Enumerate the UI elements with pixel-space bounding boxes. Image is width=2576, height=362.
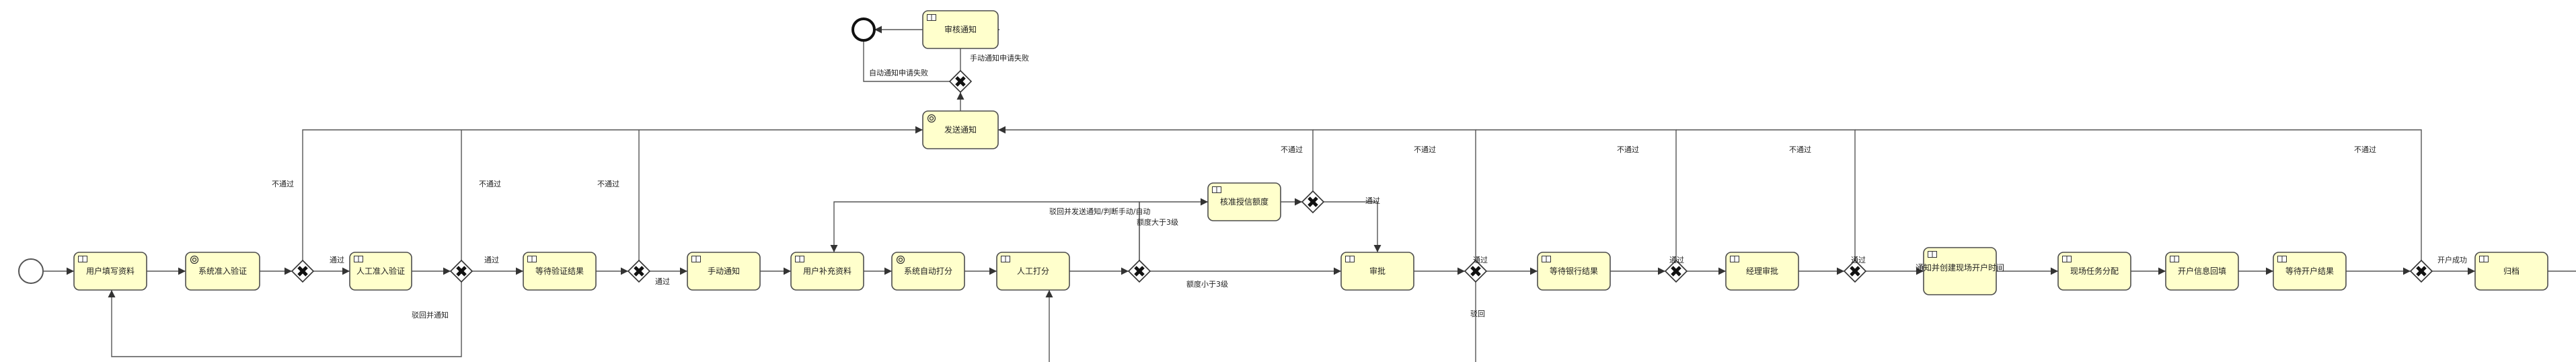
- task-label: 等待开户结果: [2285, 266, 2334, 276]
- flow-label-return-note: 驳回并发送通知/判断手动/自动: [1049, 207, 1150, 216]
- task-archive[interactable]: 归档: [2474, 252, 2548, 291]
- task-label: 用户补充资料: [803, 266, 851, 276]
- flow-labels: 通过 不通过 通过 不通过 驳回并通知 通过 不通过 驳回并发送通知/判断手动/…: [272, 53, 2467, 320]
- manual-task-icon: [1542, 256, 1551, 262]
- flow-label-open-success: 开户成功: [2437, 255, 2467, 264]
- flow-label-fail: 不通过: [1414, 145, 1436, 154]
- flow-label-fail: 不通过: [597, 180, 619, 188]
- flow-label-pass: 通过: [1473, 256, 1488, 264]
- task-approve[interactable]: 审批: [1340, 252, 1414, 291]
- flow-label-score-lt3: 额度小于3级: [1186, 279, 1228, 289]
- task-audit-notify[interactable]: 审核通知: [922, 10, 999, 49]
- manual-task-icon: [527, 256, 537, 262]
- gateway-wait-result: [627, 259, 651, 283]
- flow-label-pass: 通过: [655, 277, 670, 286]
- manual-task-icon: [2062, 256, 2072, 262]
- manual-task-icon: [1928, 251, 1937, 258]
- task-open-account-info[interactable]: 开户信息回填: [2165, 252, 2239, 291]
- manual-task-icon: [78, 256, 87, 262]
- manual-task-icon: [1345, 256, 1355, 262]
- task-system-score[interactable]: 系统自动打分: [891, 252, 965, 291]
- task-send-notify[interactable]: 发送通知: [922, 110, 999, 149]
- flow-label-auto-fail: 自动通知申请失败: [869, 68, 928, 77]
- task-label: 人工准入验证: [356, 266, 405, 276]
- audit-end-event: [851, 17, 876, 42]
- manual-task-icon: [2170, 256, 2179, 262]
- manual-task-icon: [354, 256, 363, 262]
- task-label: 等待银行结果: [1550, 266, 1598, 276]
- task-label: 发送通知: [944, 124, 977, 135]
- flow-label-fail: 不通过: [1281, 145, 1303, 154]
- manual-task-icon: [1001, 256, 1010, 262]
- task-label: 归档: [2503, 266, 2520, 276]
- manual-task-icon: [1730, 256, 1739, 262]
- task-label: 核准授信额度: [1220, 196, 1268, 207]
- flow-label-fail: 不通过: [2354, 145, 2376, 154]
- task-label: 现场任务分配: [2070, 266, 2119, 276]
- gateway-manual-check: [449, 259, 473, 283]
- task-label: 系统准入验证: [198, 266, 247, 276]
- manual-task-icon: [927, 14, 936, 21]
- flow-label-fail: 不通过: [479, 180, 501, 188]
- task-label: 经理审批: [1746, 266, 1778, 276]
- task-label: 审核通知: [944, 24, 977, 34]
- flow-label-pass: 通过: [1365, 196, 1380, 205]
- task-label: 人工打分: [1017, 266, 1049, 276]
- task-manual-score[interactable]: 人工打分: [996, 252, 1070, 291]
- flow-label-pass: 通过: [1669, 256, 1684, 264]
- task-label: 审批: [1369, 266, 1386, 276]
- task-manual-check[interactable]: 人工准入验证: [349, 252, 412, 291]
- flow-label-reject-notify: 驳回并通知: [412, 310, 449, 320]
- task-wait-bank[interactable]: 等待银行结果: [1537, 252, 1611, 291]
- task-label: 系统自动打分: [904, 266, 952, 276]
- flow-label-fail: 不通过: [272, 180, 294, 188]
- task-wait-account[interactable]: 等待开户结果: [2273, 252, 2347, 291]
- task-manual-notify[interactable]: 手动通知: [687, 252, 761, 291]
- manual-task-icon: [1212, 186, 1221, 193]
- task-system-check[interactable]: 系统准入验证: [185, 252, 260, 291]
- manual-task-icon: [2277, 256, 2287, 262]
- flow-label-pass: 通过: [330, 256, 344, 264]
- gateway-account: [2409, 259, 2433, 283]
- task-manager-review[interactable]: 经理审批: [1725, 252, 1799, 291]
- gateway-notify-fail: [948, 69, 973, 94]
- task-user-fill[interactable]: 用户填写资料: [73, 252, 147, 291]
- flow-label-fail: 不通过: [1789, 145, 1811, 154]
- task-wait-result[interactable]: 等待验证结果: [523, 252, 597, 291]
- gateway-quota: [1301, 190, 1325, 214]
- task-assign-site[interactable]: 现场任务分配: [2057, 252, 2131, 291]
- flow-label-manual-fail: 手动通知申请失败: [970, 53, 1029, 63]
- gateway-system-check: [291, 259, 315, 283]
- sequence-flows: [40, 26, 2576, 362]
- task-label: 通知并创建现场开户时间: [1916, 262, 2004, 273]
- gateway-bank: [1664, 259, 1688, 283]
- gateway-approve: [1464, 259, 1488, 283]
- gateway-score: [1127, 259, 1151, 283]
- task-check-quota[interactable]: 核准授信额度: [1207, 182, 1281, 221]
- task-notify-finance[interactable]: 通知并创建现场开户时间: [1916, 247, 2004, 295]
- task-label: 手动通知: [708, 266, 740, 276]
- manual-task-icon: [2479, 256, 2489, 262]
- flow-label-pass: 通过: [484, 256, 499, 264]
- flow-label-pass: 通过: [1851, 256, 1866, 264]
- task-user-supplement[interactable]: 用户补充资料: [790, 252, 864, 291]
- flow-label-reject: 驳回: [1470, 310, 1485, 318]
- flow-label-score-ge3: 额度大于3级: [1137, 217, 1178, 227]
- task-label: 等待验证结果: [535, 266, 584, 276]
- manual-task-icon: [795, 256, 804, 262]
- flow-label-fail: 不通过: [1617, 145, 1639, 154]
- manual-task-icon: [691, 256, 701, 262]
- task-label: 用户填写资料: [86, 266, 135, 276]
- start-event: [18, 258, 44, 284]
- gateway-manager: [1843, 259, 1867, 283]
- task-label: 开户信息回填: [2178, 266, 2226, 276]
